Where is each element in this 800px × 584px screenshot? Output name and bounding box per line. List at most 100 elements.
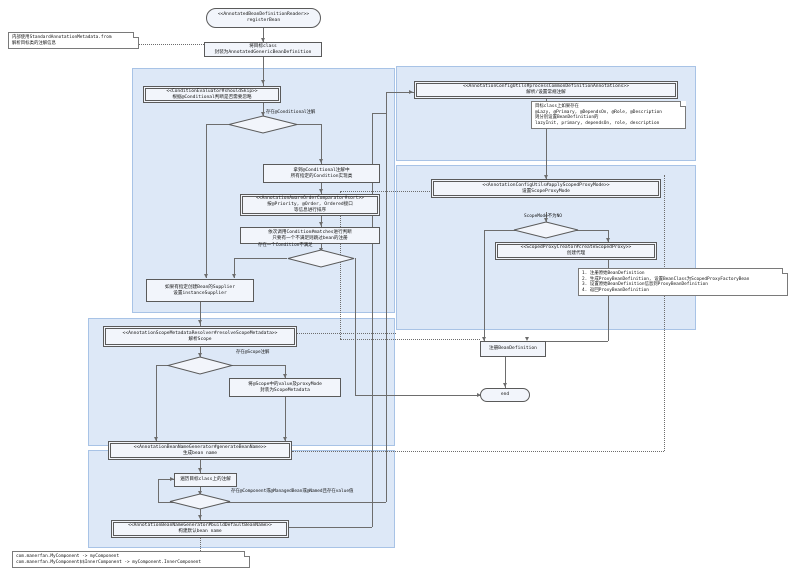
edge-createproxy-to-register bbox=[527, 341, 608, 342]
node-order-comparator-sort[interactable]: <<AnnotationAwareOrderComparator#sort>> … bbox=[240, 194, 380, 216]
edge-scopemeta-down bbox=[285, 397, 286, 441]
note-common-line1: 目标class上如果存在 bbox=[535, 104, 579, 109]
node-condition-matches[interactable]: 依次调用Condition#matches进行判断 只要有一个不满足则跳过bea… bbox=[240, 227, 380, 244]
note-common-line3: 则分别设置BeanDefinition的 bbox=[535, 115, 599, 121]
edge-start-to-wrap bbox=[263, 28, 264, 42]
node-sort-line3: 等信息进行排序 bbox=[293, 208, 327, 213]
node-sort-line2: 按@Priority, @Order, Ordered接口 bbox=[267, 202, 353, 207]
edge-decision3-yes-down bbox=[285, 365, 286, 378]
node-resolve-scope-metadata[interactable]: <<AnnotationScopeMetadataResolver#resolv… bbox=[103, 326, 297, 347]
node-sort-line1: <<AnnotationAwareOrderComparator#sort>> bbox=[256, 196, 364, 201]
edge-decision2-left bbox=[234, 258, 287, 259]
node-builddefault-line2: 构建默认bean name bbox=[178, 529, 222, 534]
edge-register-to-end bbox=[505, 357, 506, 388]
edge-genname-note-v bbox=[664, 175, 665, 451]
node-iterate-annotations[interactable]: 遍历目标class上的注解 bbox=[174, 473, 237, 487]
node-wrap-bean-definition[interactable]: 将目标class 封装为AnnotatedGenericBeanDefiniti… bbox=[204, 42, 322, 57]
edge-createproxy-to-note bbox=[608, 260, 609, 268]
node-should-skip[interactable]: <<ConditionEvaluator#shouldSkip>> 根据@Con… bbox=[143, 86, 281, 103]
decision-has-component-value[interactable] bbox=[169, 493, 231, 510]
edge-decision3-no-down bbox=[156, 365, 157, 441]
node-genname-line2: 生成bean name bbox=[182, 450, 218, 456]
edge-builddefault-join bbox=[372, 113, 386, 114]
arrowhead bbox=[318, 189, 323, 193]
arrowhead bbox=[197, 515, 202, 519]
arrowhead bbox=[197, 468, 202, 472]
edge-processcommon-to-scopedproxy bbox=[546, 99, 547, 179]
edge-sort-to-matches bbox=[321, 216, 322, 227]
node-create-scoped-proxy[interactable]: <<ScopedProxyCreator#createScopedProxy>>… bbox=[495, 242, 657, 260]
note-scoped-proxy-steps: 1. 注册原始BeanDefinition 2. 生成ProxyBeanDefi… bbox=[578, 268, 788, 297]
note-common-annotations: 目标class上如果存在 @Lazy, @Primary, @DependsOn… bbox=[531, 101, 686, 130]
edge-decision1-yes-down bbox=[321, 124, 322, 164]
node-genname-line1: <<AnnotationBeanNameGenerator#generateBe… bbox=[133, 444, 267, 450]
arrowhead bbox=[282, 374, 287, 378]
edge-decision4-yes bbox=[200, 502, 386, 503]
note-metadata-line2: 解析目标类的注解信息 bbox=[12, 40, 56, 46]
edge-genname-to-iterate bbox=[200, 460, 201, 473]
arrowhead bbox=[477, 392, 481, 397]
node-start[interactable]: <<AnnotatedBeanDefinitionReader>> regist… bbox=[206, 8, 321, 28]
decision-condition-unsatisfied[interactable] bbox=[287, 249, 355, 268]
arrowhead bbox=[409, 89, 413, 94]
arrowhead bbox=[543, 175, 548, 179]
node-matches-line1: 依次调用Condition#matches进行判断 bbox=[268, 229, 352, 235]
label-has-scope: 存在@Scope注解 bbox=[236, 350, 270, 355]
node-process-common-definition-annotations[interactable]: <<AnnotationConfigUtils#processCommonDef… bbox=[414, 81, 678, 99]
decision-has-scope[interactable] bbox=[167, 356, 233, 375]
node-supplier-line2: 设置instanceSupplier bbox=[173, 290, 227, 296]
label-has-conditional: 存在@Conditional注解 bbox=[266, 110, 316, 115]
node-scope-metadata[interactable]: 将@Scope中的value及proxyMode 封装为ScopeMetadat… bbox=[229, 378, 341, 397]
edge-createproxy-down bbox=[608, 260, 609, 341]
note-common-line2: @Lazy, @Primary, @DependsOn, @Role, @Des… bbox=[535, 109, 662, 115]
node-applyproxy-line2: 设置ScopeProxyMode bbox=[522, 188, 570, 194]
node-register-line1: 注册BeanDefinition bbox=[489, 346, 537, 351]
node-register-bean-definition[interactable]: 注册BeanDefinition bbox=[480, 341, 546, 357]
node-get-conditions[interactable]: 拿到@Conditional注解中 所有指定的Condition实现类 bbox=[263, 164, 380, 183]
edge-shouldskip-to-decision1 bbox=[263, 103, 264, 117]
arrowhead bbox=[231, 274, 236, 278]
node-build-default-bean-name[interactable]: <<AnnotationBeanNameGenerator#buildDefau… bbox=[111, 520, 289, 538]
edge-decision2-left-down bbox=[234, 258, 235, 278]
node-matches-line2: 只要有一个不满足则跳过bean的注册 bbox=[272, 235, 348, 241]
node-builddefault-line1: <<AnnotationBeanNameGenerator#buildDefau… bbox=[128, 523, 272, 528]
node-apply-scoped-proxy-mode[interactable]: <<AnnotationConfigUtils#applyScopedProxy… bbox=[431, 179, 661, 198]
node-end[interactable]: end bbox=[480, 388, 530, 402]
edge-builddefault-to-note bbox=[200, 538, 201, 551]
node-createproxy-line2: 创建代理 bbox=[566, 251, 586, 256]
arrowhead bbox=[260, 80, 265, 84]
arrowhead bbox=[524, 337, 529, 341]
arrowhead bbox=[543, 218, 548, 222]
edge-applyproxy-dotted-v bbox=[340, 191, 341, 339]
decision-scope-mode-not-no[interactable] bbox=[513, 221, 579, 239]
edge-skip-down bbox=[355, 258, 356, 395]
arrowhead bbox=[481, 337, 486, 341]
arrowhead bbox=[260, 112, 265, 116]
note-bean-name-examples: com.manerfan.MyComponent -> myComponent … bbox=[12, 551, 250, 569]
node-scopemeta-line1: 将@Scope中的value及proxyMode bbox=[248, 381, 322, 387]
node-applyproxy-line1: <<AnnotationConfigUtils#applyScopedProxy… bbox=[482, 182, 610, 188]
edge-builddefault-up bbox=[372, 113, 373, 527]
note-beanname-line1: com.manerfan.MyComponent -> myComponent bbox=[16, 554, 120, 559]
edge-applyproxy-dotted bbox=[340, 191, 472, 192]
label-has-component-value: 存在@Component或@ManagedBean或@Named且存在value… bbox=[231, 489, 354, 494]
arrowhead bbox=[197, 353, 202, 357]
node-instance-supplier[interactable]: 如果有指定创建Bean的Supplier 设置instanceSupplier bbox=[146, 279, 254, 302]
node-wrap-line1: 将目标class bbox=[249, 43, 277, 49]
arrowhead bbox=[197, 491, 202, 495]
decision-has-conditional[interactable] bbox=[228, 115, 298, 134]
label-scope-mode-not-no: ScopeMode不为NO bbox=[524, 214, 562, 219]
node-processcommon-line1: <<AnnotationConfigUtils#processCommonDef… bbox=[463, 84, 629, 89]
arrowhead bbox=[318, 222, 323, 226]
node-generate-bean-name[interactable]: <<AnnotationBeanNameGenerator#generateBe… bbox=[108, 441, 292, 460]
note-proxy-line1: 1. 注册原始BeanDefinition bbox=[582, 271, 645, 276]
arrowhead bbox=[197, 320, 202, 324]
arrowhead bbox=[170, 476, 174, 481]
note-metadata-line1: 内部使用StandardAnnotationMetadata.from bbox=[12, 35, 112, 40]
arrowhead bbox=[260, 38, 265, 42]
node-iterate-line1: 遍历目标class上的注解 bbox=[180, 477, 231, 482]
edge-genname-note bbox=[292, 451, 664, 452]
node-get-conditions-line1: 拿到@Conditional注解中 bbox=[293, 167, 350, 173]
edge-decision5-yes-down bbox=[608, 230, 609, 242]
